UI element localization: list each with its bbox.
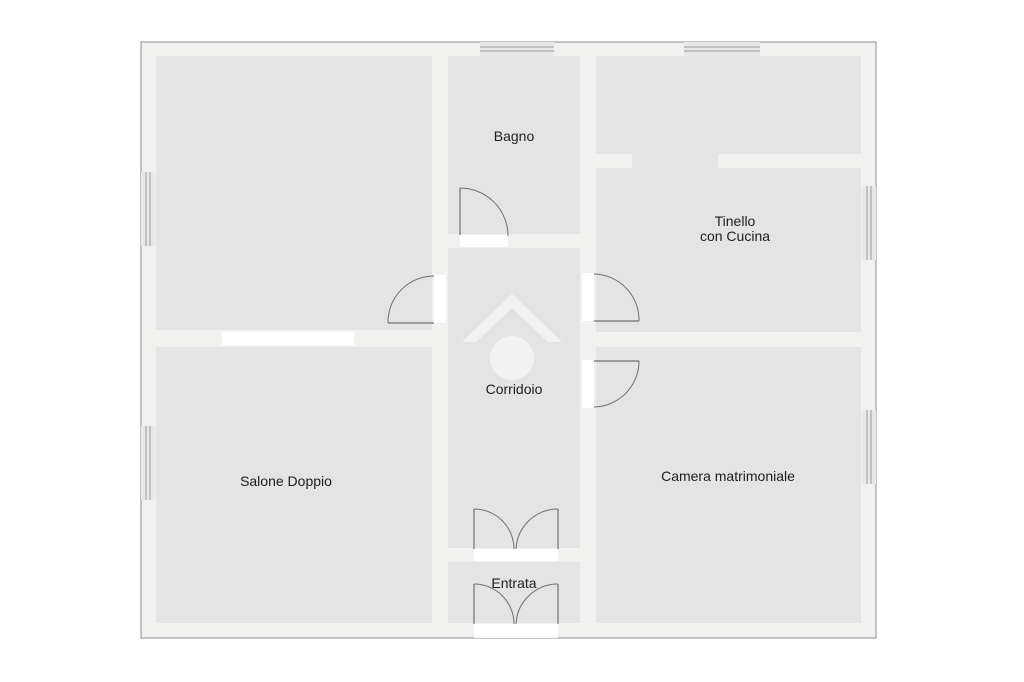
room-floor-top-left [156, 56, 432, 330]
opening-left-corridor [434, 275, 446, 323]
door-tinello [593, 273, 640, 322]
opening-entrata-outer [474, 624, 558, 638]
opening-tinello-door [582, 273, 594, 321]
window-left-top [141, 172, 155, 246]
window-bagno [480, 42, 554, 56]
watermark-logo [462, 294, 562, 380]
window-tinello-top [684, 42, 760, 56]
room-floor-camera [596, 347, 861, 623]
label-entrata: Entrata [491, 575, 536, 591]
windows [141, 42, 876, 500]
door-entrata-inner-double [473, 508, 559, 550]
label-bagno: Bagno [494, 128, 535, 144]
window-right-camera [862, 410, 876, 484]
room-floor-bagno [448, 56, 580, 234]
door-swings [387, 187, 640, 625]
window-right-tinello [862, 186, 876, 260]
opening-camera-door [582, 360, 594, 408]
room-floor-corridoio [448, 248, 580, 548]
room-floor-tinello-link [632, 150, 718, 172]
opening-salone-top [222, 332, 354, 345]
room-floor-salone [156, 347, 432, 623]
door-bagno [459, 187, 509, 237]
door-entrata-outer-double [473, 583, 559, 625]
room-floor-tinello-upper [596, 56, 861, 154]
label-corridoio: Corridoio [486, 381, 543, 397]
label-tinello-line1: Tinello [715, 213, 756, 229]
opening-entrata-inner [474, 549, 558, 561]
room-floor-entrata [448, 562, 580, 623]
window-left-bottom [141, 426, 155, 500]
opening-bagno [460, 235, 508, 247]
door-camera [593, 360, 640, 408]
room-floor-tinello-lower [596, 168, 861, 332]
label-camera: Camera matrimoniale [661, 468, 795, 484]
label-tinello-line2: con Cucina [700, 228, 770, 244]
door-top-left-room [387, 275, 435, 324]
label-salone: Salone Doppio [240, 473, 332, 489]
